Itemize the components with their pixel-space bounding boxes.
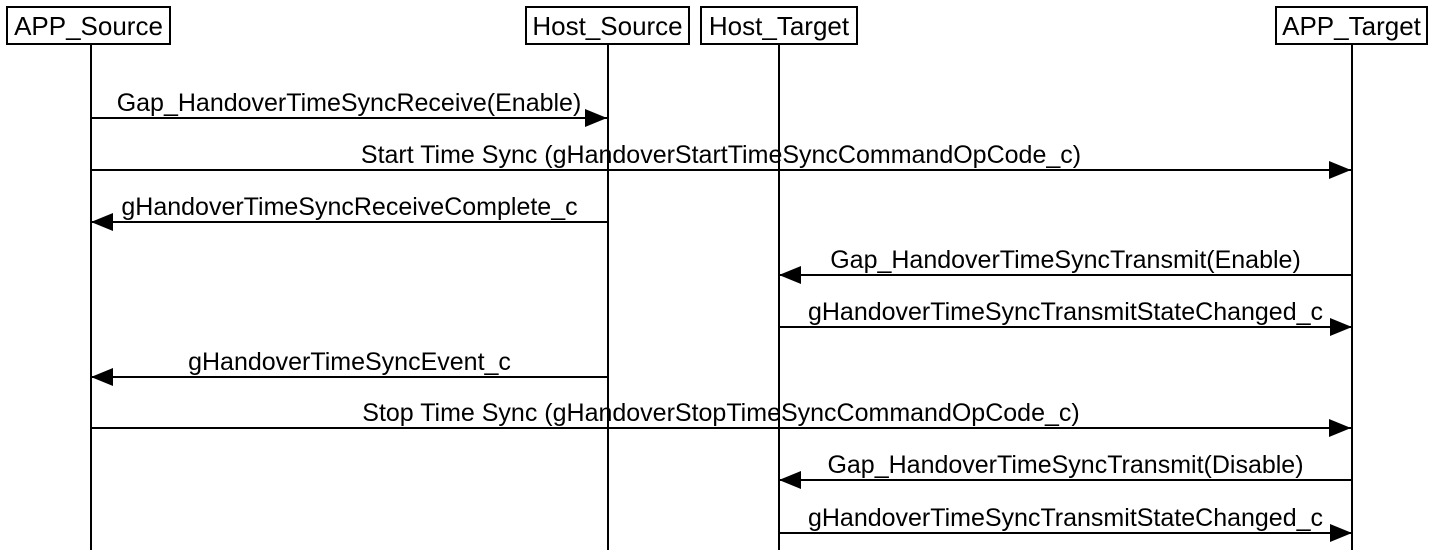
actor-box-host-target: Host_Target [700,6,858,45]
arrowhead-left-icon [91,213,113,231]
lifeline-app-source [90,45,92,550]
actor-box-app-source: APP_Source [6,6,171,45]
arrowhead-right-icon [1329,161,1351,179]
arrowhead-left-icon [779,471,801,489]
arrowhead-left-icon [779,266,801,284]
message-3: gHandoverTimeSyncReceiveComplete_c [91,193,608,231]
actor-box-app-target: APP_Target [1275,6,1428,45]
message-7-label: Stop Time Sync (gHandoverStopTimeSyncCom… [362,398,1080,427]
arrowhead-right-icon [1329,419,1351,437]
actor-box-host-source: Host_Source [525,6,690,45]
message-4: Gap_HandoverTimeSyncTransmit(Enable) [779,246,1352,284]
message-8-label: Gap_HandoverTimeSyncTransmit(Disable) [827,450,1304,479]
arrowhead-right-icon [585,109,607,127]
arrowhead-right-icon [1330,318,1352,336]
message-5: gHandoverTimeSyncTransmitStateChanged_c [779,298,1352,336]
message-9-label: gHandoverTimeSyncTransmitStateChanged_c [807,503,1324,532]
lifeline-host-source [607,45,609,550]
message-1: Gap_HandoverTimeSyncReceive(Enable) [91,89,607,127]
lifeline-host-target [778,45,780,550]
message-3-label: gHandoverTimeSyncReceiveComplete_c [121,192,578,221]
message-6: gHandoverTimeSyncEvent_c [91,348,608,386]
message-4-label: Gap_HandoverTimeSyncTransmit(Enable) [830,245,1301,274]
lifeline-app-target [1351,45,1353,550]
message-5-label: gHandoverTimeSyncTransmitStateChanged_c [807,297,1324,326]
message-8: Gap_HandoverTimeSyncTransmit(Disable) [779,451,1352,489]
message-9: gHandoverTimeSyncTransmitStateChanged_c [779,504,1352,542]
message-6-label: gHandoverTimeSyncEvent_c [188,347,511,376]
arrowhead-left-icon [91,368,113,386]
message-2: Start Time Sync (gHandoverStartTimeSyncC… [91,141,1351,179]
message-1-label: Gap_HandoverTimeSyncReceive(Enable) [116,88,582,117]
message-7: Stop Time Sync (gHandoverStopTimeSyncCom… [91,399,1351,437]
message-2-label: Start Time Sync (gHandoverStartTimeSyncC… [360,140,1082,169]
arrowhead-right-icon [1330,524,1352,542]
